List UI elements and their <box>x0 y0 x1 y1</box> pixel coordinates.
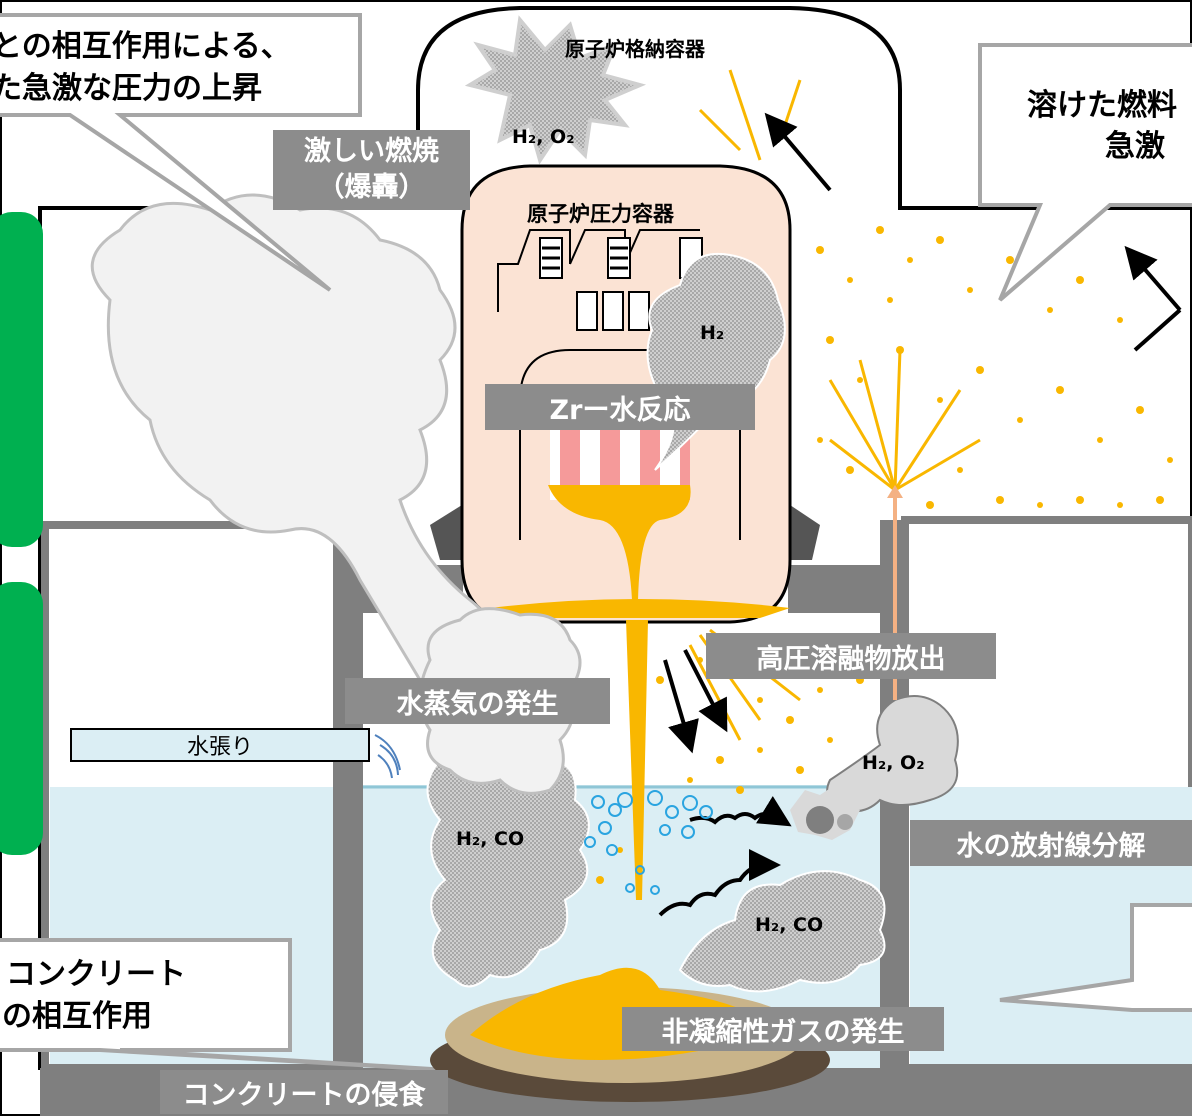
callout-bottom-right-box <box>999 903 1192 1012</box>
steam-cloud-top <box>90 193 503 682</box>
left-cloud-gas-label: H₂, CO <box>456 828 525 850</box>
containment-outline <box>38 6 1192 1070</box>
right-h2co-cloud <box>678 870 886 993</box>
top-burst-gas-label: H₂, O₂ <box>512 126 575 148</box>
vessel-bottom-melt <box>490 599 790 618</box>
callout-top-left-line2: た急激な圧力の上昇 <box>0 71 262 106</box>
vessel-support-right <box>790 505 820 560</box>
zr-water-label: Zrー水反応 <box>485 384 755 430</box>
callout-top-right-box <box>978 43 1192 302</box>
containment-label: 原子炉格納容器 <box>565 37 705 61</box>
callout-top-right-line2: 急激 <box>1105 129 1165 164</box>
callout-top-right-line1: 溶けた燃料 <box>1027 88 1177 123</box>
top-burst <box>464 15 647 165</box>
melt-jet <box>626 620 648 900</box>
dryer-boxes <box>576 291 650 331</box>
pedestal-wall-left <box>333 525 363 1068</box>
vessel-internals <box>497 229 571 312</box>
steam-wave-icon <box>374 734 401 779</box>
vessel-support-left <box>430 505 462 560</box>
callout-top-left-line1: との相互作用による、 <box>0 29 291 64</box>
spray-rays <box>688 69 981 741</box>
radiolysis-cloud <box>826 695 959 813</box>
callout-bottom-left-line1: コンクリート <box>6 957 186 992</box>
violent-combustion-line2: （爆轟） <box>317 172 426 203</box>
molten-core <box>548 485 691 600</box>
flow-arrows <box>658 112 1182 917</box>
noncondensable-gas-label: 非凝縮性ガスの発生 <box>622 1007 944 1051</box>
concrete-erosion-label: コンクリートの侵食 <box>160 1070 448 1114</box>
steam-generation-label: 水蒸気の発生 <box>345 678 610 724</box>
side-bar-upper <box>0 212 43 547</box>
callout-bottom-left-box <box>0 938 531 1077</box>
release-arrowhead <box>887 485 903 498</box>
separator-lines <box>542 246 628 270</box>
melt-particles <box>596 226 1173 884</box>
bubbles <box>584 790 713 895</box>
high-pressure-melt-label: 高圧溶融物放出 <box>706 633 996 679</box>
pressure-vessel-label: 原子炉圧力容器 <box>527 202 674 226</box>
vessel-h2-label: H₂ <box>700 322 725 344</box>
side-bar-lower <box>0 582 43 855</box>
radiolysis-label: 水の放射線分解 <box>910 820 1192 866</box>
callout-bottom-left-line2: の相互作用 <box>2 999 152 1034</box>
right-cloud-gas-label: H₂, CO <box>755 914 824 936</box>
pedestal-top-right <box>788 565 908 613</box>
radiolysis-burst <box>790 785 860 840</box>
radiolysis-gas-label: H₂, O₂ <box>862 752 925 774</box>
water-filling-label: 水張り <box>70 728 370 762</box>
callout-top-left-box <box>0 13 362 292</box>
violent-combustion-line1: 激しい燃焼 <box>304 136 439 167</box>
violent-combustion-label: 激しい燃焼 （爆轟） <box>273 130 470 210</box>
